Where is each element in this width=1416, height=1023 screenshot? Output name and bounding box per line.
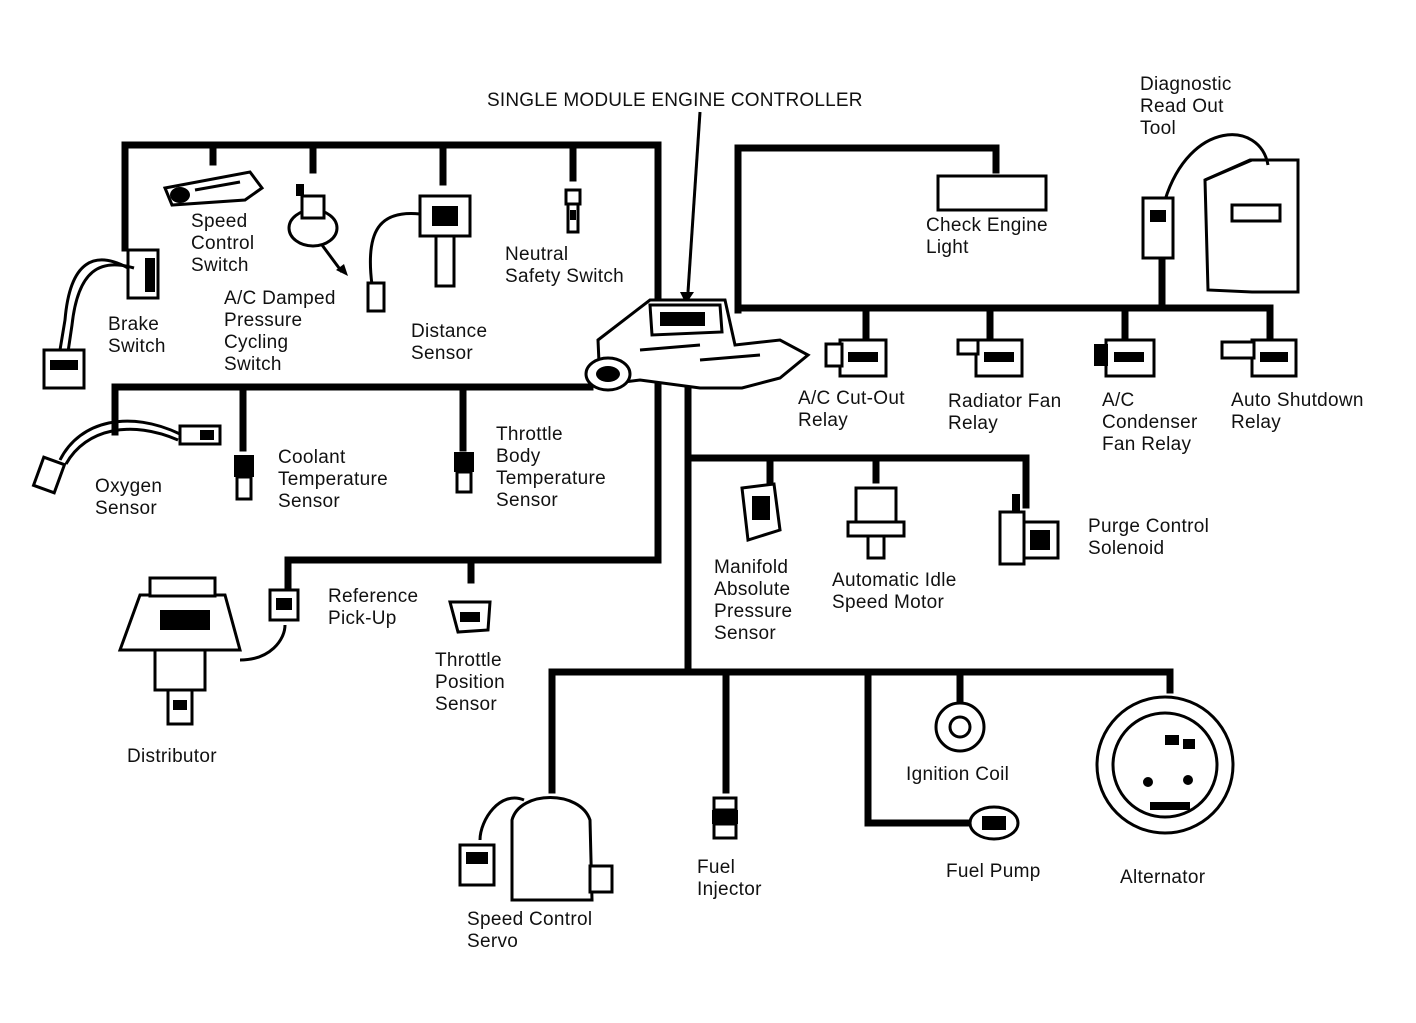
label-ignition-coil: Ignition Coil	[906, 764, 1010, 785]
ignition-coil-icon	[934, 701, 986, 753]
label-fuel-pump: Fuel Pump	[946, 861, 1041, 882]
auto-shutdown-relay-icon	[1220, 338, 1298, 378]
idle-speed-motor-icon	[846, 486, 906, 560]
label-ac-damped-pressure-cycling-switch: A/C Damped Pressure Cycling Switch	[224, 288, 336, 375]
label-neutral-safety-switch: Neutral Safety Switch	[505, 244, 625, 287]
coolant-temperature-sensor-icon	[234, 455, 254, 501]
label-alternator: Alternator	[1120, 867, 1206, 888]
throttle-body-temp-sensor-icon	[454, 452, 474, 494]
purge-control-solenoid-icon	[998, 494, 1060, 566]
label-brake-switch: Brake Switch	[108, 314, 166, 357]
oxygen-sensor-icon	[31, 419, 222, 495]
ac-cutout-relay-icon	[824, 338, 888, 378]
wiring-harness	[111, 111, 1274, 827]
diagram-title: SINGLE MODULE ENGINE CONTROLLER	[487, 90, 863, 111]
label-manifold-absolute-pressure-sensor: Manifold Absolute Pressure Sensor	[714, 557, 793, 644]
label-throttle-body-temperature-sensor: Throttle Body Temperature Sensor	[496, 424, 606, 511]
ac-damped-pressure-switch-icon	[287, 184, 348, 276]
label-oxygen-sensor: Oxygen Sensor	[95, 476, 163, 519]
label-ac-condenser-fan-relay: A/C Condenser Fan Relay	[1102, 390, 1198, 455]
alternator-icon	[1095, 695, 1235, 835]
ac-condenser-fan-relay-icon	[1094, 338, 1156, 378]
label-distributor: Distributor	[127, 746, 217, 767]
label-distance-sensor: Distance Sensor	[411, 321, 488, 364]
fuel-injector-icon	[712, 796, 738, 840]
check-engine-light-icon	[936, 174, 1048, 212]
fuel-pump-icon	[968, 805, 1020, 841]
label-coolant-temperature-sensor: Coolant Temperature Sensor	[278, 447, 388, 512]
label-throttle-position-sensor: Throttle Position Sensor	[435, 650, 505, 715]
label-diagnostic-read-out-tool: Diagnostic Read Out Tool	[1140, 74, 1232, 139]
distributor-icon	[117, 576, 300, 726]
brake-switch-icon	[42, 248, 160, 390]
diagnostic-read-out-tool-icon	[1141, 133, 1300, 294]
neutral-safety-switch-icon	[564, 188, 582, 234]
label-reference-pick-up: Reference Pick-Up	[328, 586, 419, 629]
label-check-engine-light: Check Engine Light	[926, 215, 1048, 258]
label-automatic-idle-speed-motor: Automatic Idle Speed Motor	[832, 570, 957, 613]
distance-sensor-icon	[366, 194, 472, 313]
label-purge-control-solenoid: Purge Control Solenoid	[1088, 516, 1210, 559]
engine-controller-module	[584, 298, 811, 392]
label-auto-shutdown-relay: Auto Shutdown Relay	[1231, 390, 1364, 433]
throttle-position-sensor-icon	[448, 600, 492, 634]
radiator-fan-relay-icon	[956, 338, 1024, 378]
label-speed-control-servo: Speed Control Servo	[467, 909, 593, 952]
manifold-pressure-sensor-icon	[740, 482, 782, 542]
speed-control-switch-icon	[162, 170, 265, 207]
speed-control-servo-icon	[458, 796, 614, 902]
label-speed-control-switch: Speed Control Switch	[191, 211, 255, 276]
label-ac-cutout-relay: A/C Cut-Out Relay	[798, 388, 905, 431]
label-fuel-injector: Fuel Injector	[697, 857, 762, 900]
label-radiator-fan-relay: Radiator Fan Relay	[948, 391, 1062, 434]
